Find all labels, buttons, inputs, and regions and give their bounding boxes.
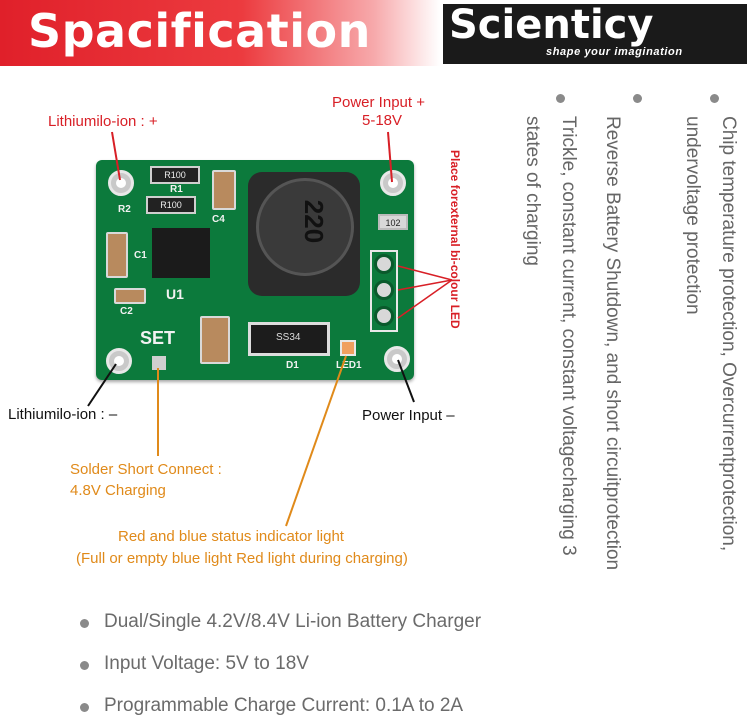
feature-temp-protection: Chip temperature protection, Overcurrent… bbox=[674, 116, 746, 566]
line-led-pin-2 bbox=[397, 265, 453, 281]
mount-hole-battery-minus bbox=[106, 348, 132, 374]
feature-bullet bbox=[710, 94, 719, 103]
label-status-line1: Red and blue status indicator light bbox=[118, 528, 344, 545]
feature-bullet bbox=[556, 94, 565, 103]
resistor-r2: R100 bbox=[146, 196, 196, 214]
line-led-pin-1 bbox=[397, 279, 453, 291]
mount-hole-power-minus bbox=[384, 346, 410, 372]
resistor-r1: R100 bbox=[150, 166, 200, 184]
brand-name: Scienticy bbox=[449, 2, 654, 48]
title-banner bbox=[0, 0, 440, 66]
silk-c4: C4 bbox=[212, 214, 225, 225]
silk-set: SET bbox=[140, 328, 176, 348]
silk-c1: C1 bbox=[134, 250, 147, 261]
label-solder-line1: Solder Short Connect : bbox=[70, 461, 222, 478]
feature-line: Reverse Battery Shutdown, and short circ… bbox=[602, 116, 623, 487]
silk-r1: R1 bbox=[170, 184, 183, 195]
feature-charge-current: Programmable Charge Current: 0.1A to 2A bbox=[104, 695, 464, 716]
label-battery-plus: Lithiumilo-ion : + bbox=[48, 113, 158, 130]
line-battery-plus bbox=[111, 131, 121, 181]
charger-ic-chip bbox=[152, 228, 210, 278]
label-power-plus-line1: Power Input + bbox=[332, 94, 425, 111]
mount-hole-battery-plus bbox=[108, 170, 134, 196]
feature-line: protection bbox=[602, 486, 623, 571]
diode-code: SS34 bbox=[276, 332, 301, 343]
set-solder-pad bbox=[152, 356, 166, 370]
feature-line: protection, undervoltage protection bbox=[682, 116, 739, 552]
silk-c2: C2 bbox=[120, 306, 133, 317]
capacitor-c4 bbox=[212, 170, 236, 210]
status-led bbox=[340, 340, 356, 356]
feature-charging-states: Trickle, constant current, constant volt… bbox=[514, 116, 586, 572]
capacitor-c3 bbox=[200, 316, 230, 364]
mount-hole-power-plus bbox=[380, 170, 406, 196]
label-battery-minus: Lithiumilo-ion : – bbox=[8, 406, 118, 423]
label-solder-line2: 4.8V Charging bbox=[70, 482, 166, 499]
bullet-dot bbox=[80, 661, 89, 670]
feature-bullet bbox=[633, 94, 642, 103]
silk-r2: R2 bbox=[118, 204, 131, 215]
diode-d1 bbox=[248, 322, 330, 356]
capacitor-c1 bbox=[106, 232, 128, 278]
silk-led1: LED1 bbox=[336, 360, 362, 371]
feature-reverse-battery: Reverse Battery Shutdown, and short circ… bbox=[594, 116, 630, 586]
feature-charger-type: Dual/Single 4.2V/8.4V Li-ion Battery Cha… bbox=[104, 611, 482, 632]
feature-line: Chip temperature protection, Overcurrent bbox=[718, 116, 739, 463]
bullet-dot bbox=[80, 703, 89, 712]
silk-u1: U1 bbox=[166, 286, 184, 302]
label-power-minus: Power Input – bbox=[362, 407, 455, 424]
feature-line: charging 3 states of charging bbox=[522, 116, 579, 556]
led-pin-1 bbox=[374, 254, 394, 274]
line-power-minus bbox=[397, 359, 415, 403]
page-title: Spacification bbox=[28, 4, 371, 58]
line-battery-minus bbox=[87, 363, 117, 407]
label-power-plus-line2: 5-18V bbox=[362, 112, 403, 129]
led-header-frame bbox=[370, 250, 398, 332]
brand-logo bbox=[443, 4, 747, 64]
resistor-102: 102 bbox=[378, 214, 408, 230]
line-power-plus bbox=[387, 131, 393, 183]
line-status bbox=[285, 355, 347, 527]
feature-line: Trickle, constant current, constant volt… bbox=[558, 116, 579, 467]
label-bicolour-led: Place forexternal bi-colour LED bbox=[448, 150, 462, 329]
inductor-top bbox=[256, 178, 354, 276]
led-pin-2 bbox=[374, 280, 394, 300]
silk-d1: D1 bbox=[286, 360, 299, 371]
line-led-pin-3 bbox=[397, 279, 453, 319]
led-pin-3 bbox=[374, 306, 394, 326]
label-status-line2: (Full or empty blue light Red light duri… bbox=[76, 550, 408, 567]
feature-input-voltage: Input Voltage: 5V to 18V bbox=[104, 653, 309, 674]
brand-tagline: shape your imagination bbox=[546, 46, 683, 58]
bullet-dot bbox=[80, 619, 89, 628]
capacitor-c2 bbox=[114, 288, 146, 304]
